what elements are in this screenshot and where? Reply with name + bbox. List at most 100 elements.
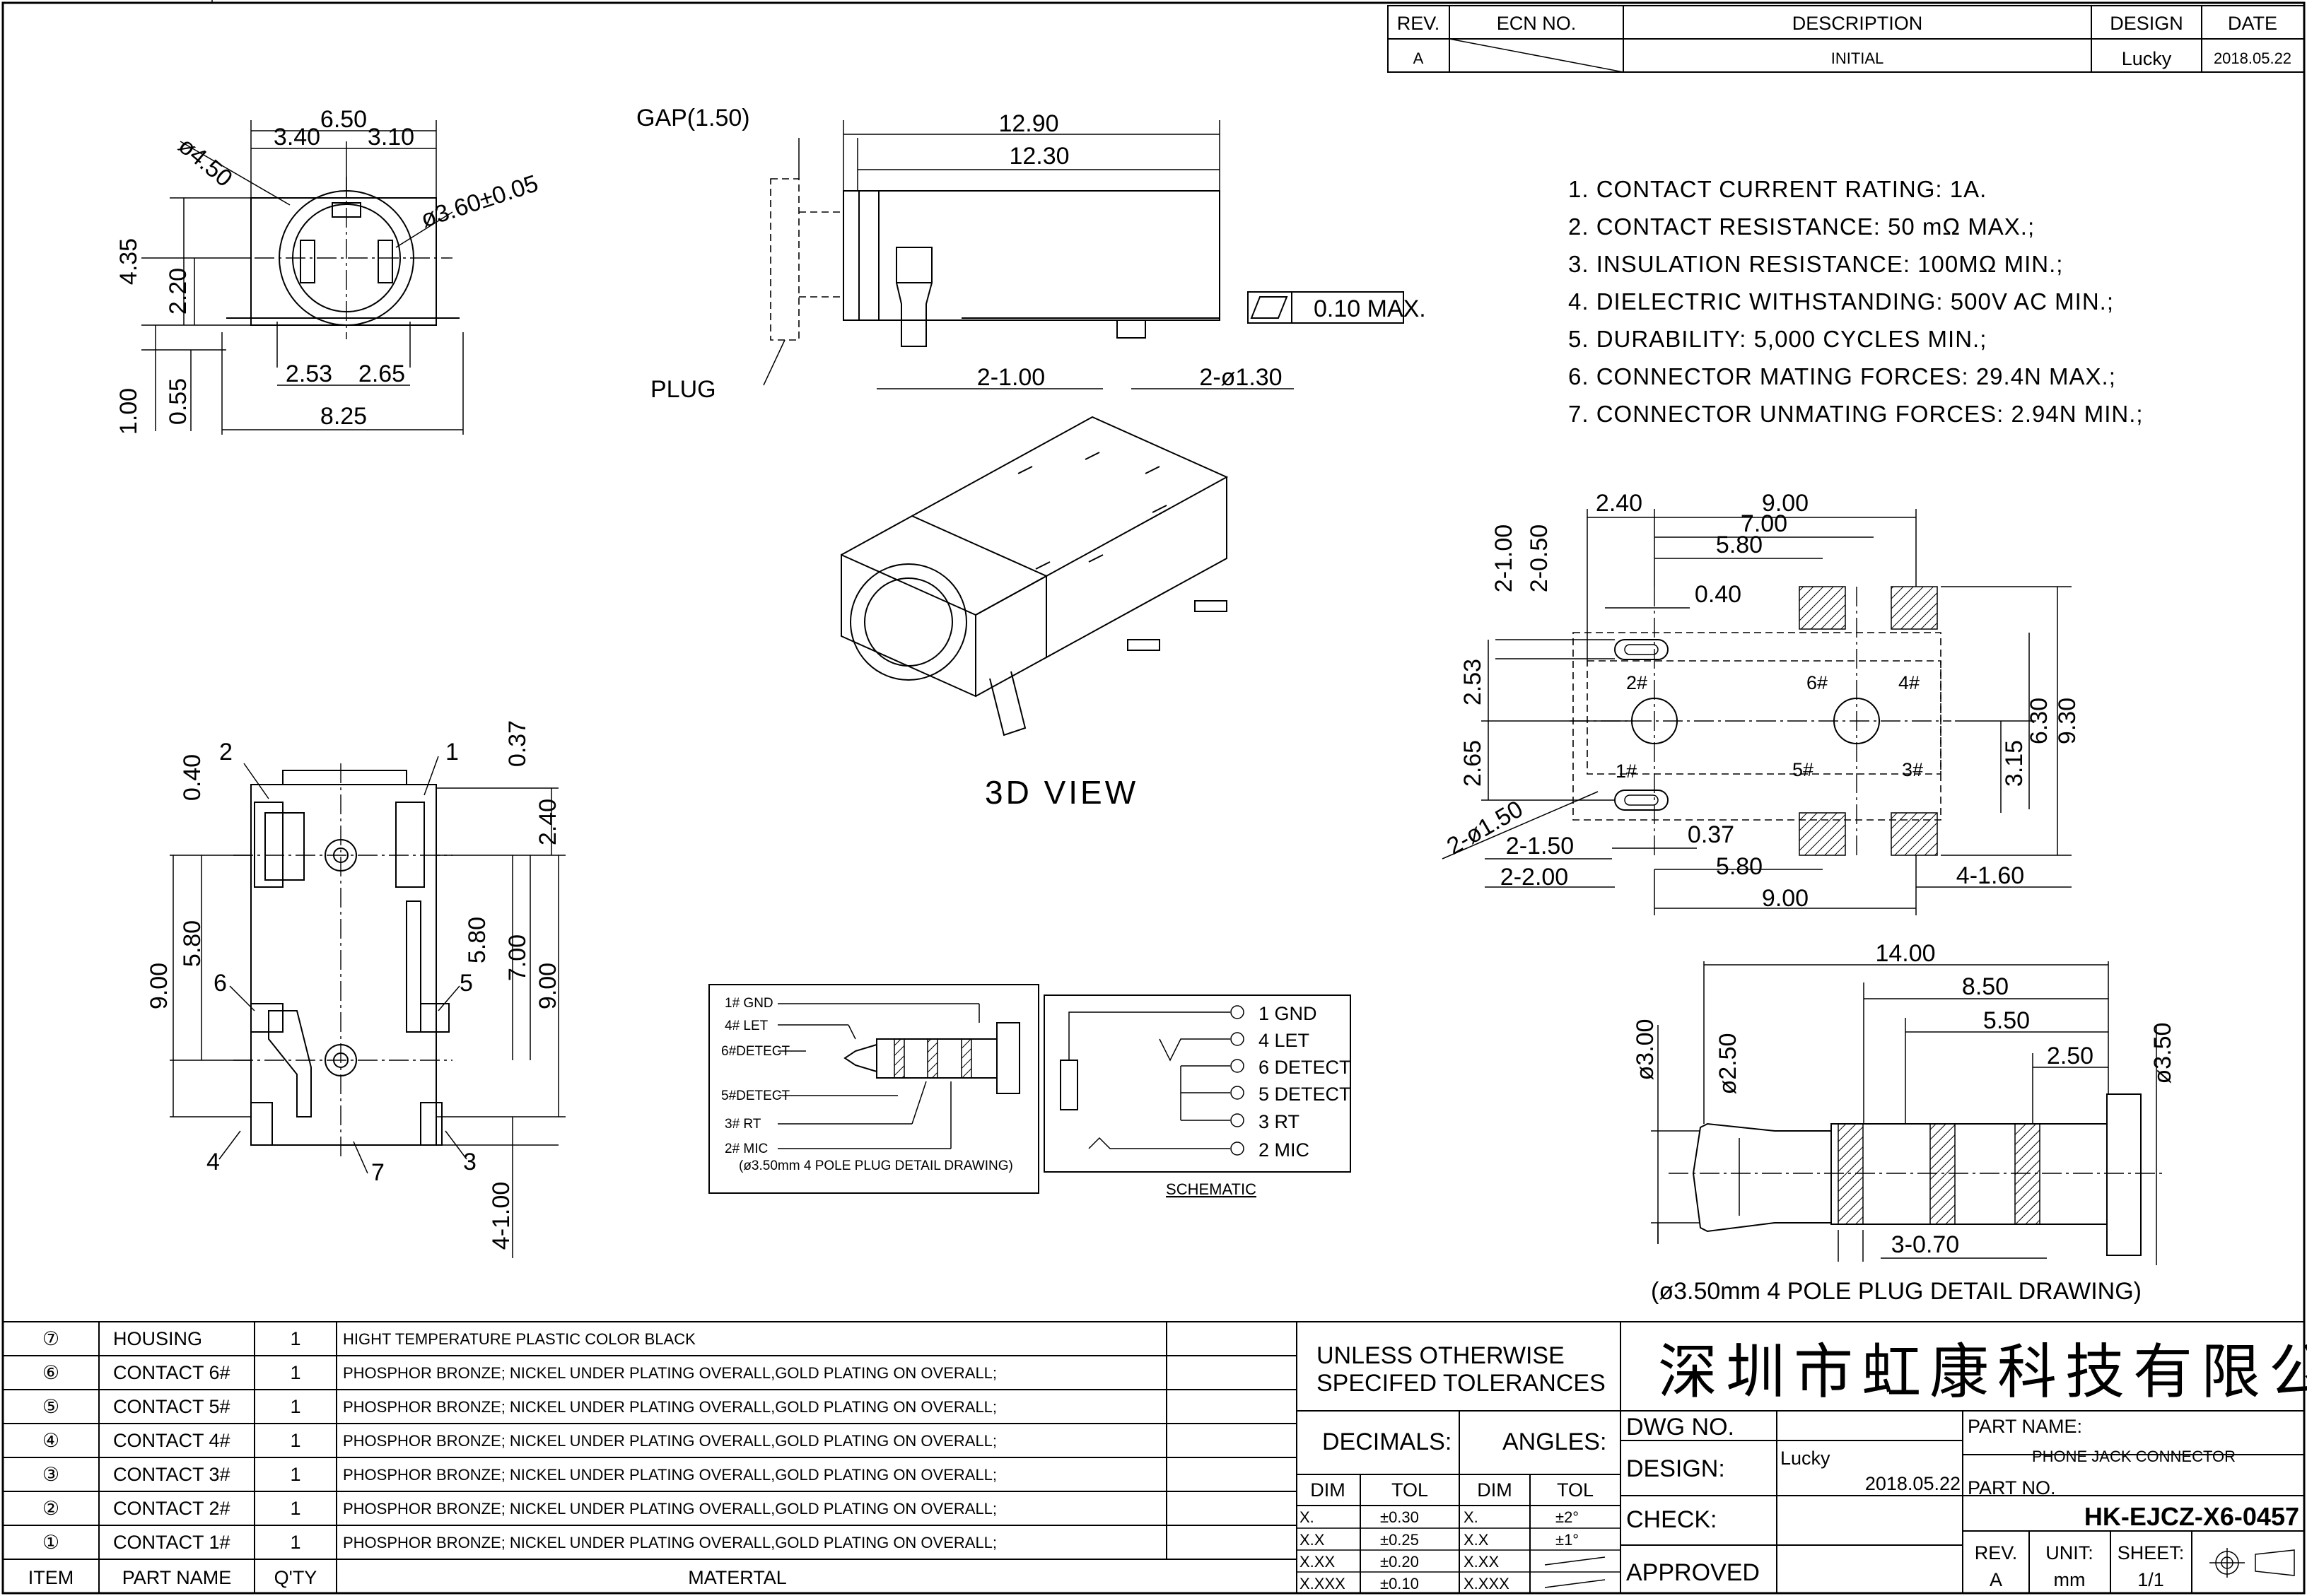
designer-name: Lucky (1780, 1448, 1830, 1469)
small-label-rt: 3# RT (725, 1117, 761, 1132)
check-label: CHECK: (1626, 1506, 1717, 1533)
bom-item-1: ① (42, 1532, 59, 1553)
bom-qty-6: 1 (290, 1362, 300, 1383)
design-label: DESIGN: (1626, 1455, 1725, 1482)
bom-item-2: ② (42, 1498, 59, 1519)
bom-header-item: ITEM (28, 1567, 74, 1588)
fp-dim-2-150: 2-1.50 (1506, 833, 1574, 859)
fp-dim-900-top: 9.00 (1762, 490, 1809, 517)
bom-qty-4: 1 (290, 1430, 300, 1451)
note-4: 4. DIELECTRIC WITHSTANDING: 500V AC MIN.… (1568, 288, 2114, 315)
top-dim-580-left: 5.80 (179, 920, 206, 967)
top-view: 2 1 6 5 4 3 7 0.40 0.37 2.40 5.80 9.00 5… (146, 720, 566, 1258)
tol-decimals-label: DECIMALS: (1322, 1428, 1452, 1455)
schematic: 1 GND 4 LET 6 DETECT 5 DETECT 3 RT 2 MIC… (1044, 994, 1351, 1198)
projection-symbol-icon (2209, 1548, 2295, 1578)
rev-label: REV. (1975, 1542, 2018, 1563)
pin-label-5: 5# (1792, 759, 1814, 780)
tol-dec-dim-0: X. (1299, 1508, 1314, 1526)
bom-name-6: CONTACT 6# (113, 1362, 230, 1383)
bom-name-2: CONTACT 2# (113, 1498, 230, 1519)
dim-dia450: ø4.50 (173, 132, 238, 192)
plug-dim-1400: 14.00 (1875, 940, 1935, 967)
design-header: DESIGN (2110, 13, 2183, 34)
plug-dim-dia350: ø3.50 (2149, 1023, 2176, 1084)
dim-435: 4.35 (115, 238, 142, 285)
small-label-let: 4# LET (725, 1019, 769, 1033)
plug-label: PLUG (650, 376, 716, 403)
plug-dim-850: 8.50 (1962, 973, 2009, 1000)
fp-dim-315: 3.15 (2001, 740, 2028, 787)
flatness-value: 0.10 MAX. (1314, 295, 1426, 322)
rev-header: REV. (1397, 13, 1440, 34)
callout-2: 2 (219, 739, 233, 765)
bom-qty-5: 1 (290, 1396, 300, 1417)
plug-dim-dia300: ø3.00 (1632, 1019, 1659, 1081)
bom-header-material: MATERTAL (688, 1567, 787, 1588)
small-plug-caption: (ø3.50mm 4 POLE PLUG DETAIL DRAWING) (739, 1158, 1013, 1173)
part-name-label: PART NAME: (1968, 1416, 2082, 1437)
revision-block: REV. ECN NO. DESCRIPTION DESIGN DATE A I… (1387, 5, 2305, 73)
dim-055: 0.55 (165, 378, 192, 425)
sheet-value: 1/1 (2137, 1569, 2164, 1590)
bom-name-1: CONTACT 1# (113, 1532, 230, 1553)
dim-220: 2.20 (165, 268, 192, 315)
part-name: PHONE JACK CONNECTOR (2032, 1448, 2236, 1465)
tol-tol-header-ang: TOL (1557, 1479, 1594, 1501)
rev-value-tb: A (1990, 1569, 2002, 1590)
tol-ang-tol-1: ±1° (1555, 1531, 1579, 1549)
top-dim-037: 0.37 (504, 720, 531, 767)
callout-6: 6 (214, 970, 227, 997)
dim-1230: 12.30 (1009, 143, 1069, 170)
bom-item-5: ⑤ (42, 1396, 59, 1417)
title-block: 深圳市虹康科技有限公司 DWG NO. DESIGN: Lucky 2018.0… (1620, 1321, 2307, 1594)
fp-dim-580-bottom: 5.80 (1716, 853, 1763, 880)
tol-dec-dim-2: X.XX (1299, 1553, 1335, 1571)
tol-ang-dim-1: X.X (1464, 1531, 1489, 1549)
bom-material-7: HIGHT TEMPERATURE PLASTIC COLOR BLACK (343, 1330, 696, 1348)
bom-header-name: PART NAME (122, 1567, 232, 1588)
dim-2-dia130: 2-ø1.30 (1199, 364, 1282, 391)
part-no-label: PART NO. (1968, 1477, 2056, 1498)
note-2: 2. CONTACT RESISTANCE: 50 mΩ MAX.; (1568, 213, 2035, 240)
top-dim-580-right: 5.80 (464, 917, 491, 963)
callout-7: 7 (371, 1159, 385, 1186)
tol-title-line1: UNLESS OTHERWISE (1316, 1342, 1565, 1369)
small-label-detect5: 5#DETECT (721, 1089, 790, 1103)
callout-1: 1 (445, 739, 459, 765)
fp-dim-2-200: 2-2.00 (1500, 864, 1568, 891)
ecn-header: ECN NO. (1497, 13, 1577, 34)
tolerance-block: UNLESS OTHERWISE SPECIFED TOLERANCES DEC… (1296, 1321, 1621, 1594)
fp-dim-700: 7.00 (1741, 510, 1787, 537)
bom-item-6: ⑥ (42, 1362, 59, 1383)
top-dim-240: 2.40 (535, 799, 561, 845)
spec-notes: 1. CONTACT CURRENT RATING: 1A. 2. CONTAC… (1568, 176, 2143, 427)
top-dim-900-right: 9.00 (535, 963, 561, 1009)
design-date: 2018.05.22 (1865, 1473, 1961, 1494)
dim-650: 6.50 (320, 106, 367, 133)
note-5: 5. DURABILITY: 5,000 CYCLES MIN.; (1568, 326, 1987, 352)
bom-material-2: PHOSPHOR BRONZE; NICKEL UNDER PLATING OV… (343, 1500, 997, 1518)
bom-name-3: CONTACT 3# (113, 1464, 230, 1485)
bom-material-6: PHOSPHOR BRONZE; NICKEL UNDER PLATING OV… (343, 1364, 997, 1382)
dim-100: 1.00 (115, 388, 142, 435)
fp-dim-2-100: 2-1.00 (1490, 524, 1517, 592)
fp-dim-040: 0.40 (1695, 581, 1741, 608)
tol-dec-tol-3: ±0.10 (1380, 1575, 1419, 1592)
fp-dim-580-top: 5.80 (1716, 532, 1763, 558)
pin-label-2: 2# (1626, 672, 1647, 693)
fp-dim-900-bottom: 9.00 (1762, 885, 1809, 912)
pin-label-6: 6# (1806, 672, 1828, 693)
gap-label: GAP(1.50) (636, 105, 750, 131)
bom-item-3: ③ (42, 1464, 59, 1485)
dim-253: 2.53 (286, 360, 332, 387)
iso-view: 3D VIEW (841, 416, 1229, 811)
schem-pin-rt: 3 RT (1258, 1111, 1299, 1132)
tol-ang-tol-0: ±2° (1555, 1508, 1579, 1526)
pin-label-4: 4# (1898, 672, 1920, 693)
small-label-detect6: 6#DETECT (721, 1044, 790, 1059)
sheet-label: SHEET: (2118, 1542, 2185, 1563)
callout-4: 4 (206, 1149, 220, 1175)
dim-1290: 12.90 (998, 110, 1058, 137)
